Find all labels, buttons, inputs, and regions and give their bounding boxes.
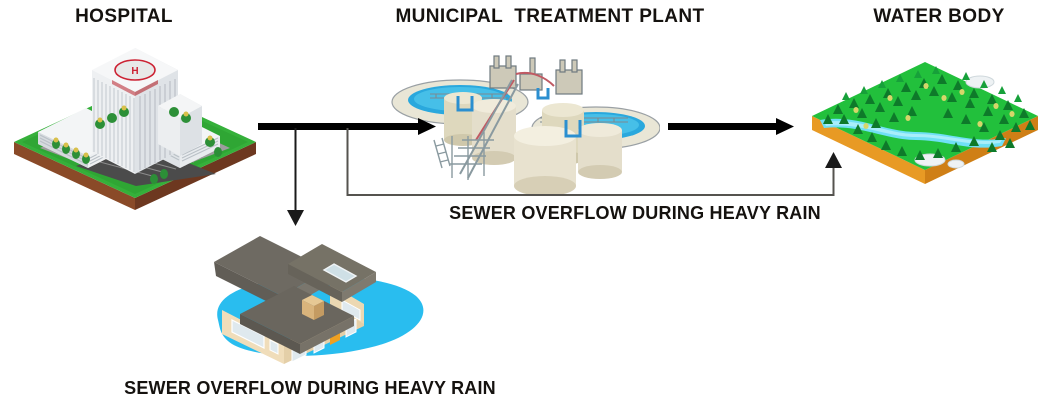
flooded-house-illustration xyxy=(178,224,438,374)
arrow-branch-to-house xyxy=(287,128,304,226)
plant-tank-front-large xyxy=(514,126,576,194)
hospital-midrise xyxy=(158,94,202,156)
arrow-plant-to-water-body xyxy=(668,118,794,135)
plant-tank-right-front xyxy=(578,123,622,179)
label-sewer-overflow-plant: SEWER OVERFLOW DURING HEAVY RAIN xyxy=(449,203,821,223)
page-title-treatment-plant: MUNICIPAL TREATMENT PLANT xyxy=(395,6,705,27)
plant-stair-conveyor xyxy=(450,79,519,180)
svg-text:H: H xyxy=(131,66,138,77)
plant-blue-brackets xyxy=(456,88,582,138)
water-body-illustration xyxy=(798,36,1052,196)
plant-tank-mid xyxy=(472,99,516,165)
label-sewer-overflow-house: SEWER OVERFLOW DURING HEAVY RAIN xyxy=(124,378,496,398)
hospital-illustration: H xyxy=(4,34,266,230)
water-body-trees xyxy=(823,66,1035,160)
page-title-hospital: HOSPITAL xyxy=(75,6,173,27)
treatment-plant-illustration xyxy=(390,44,660,194)
house-structure xyxy=(214,236,376,364)
plant-ladder xyxy=(433,137,451,169)
hospital-landscaping xyxy=(52,105,222,184)
page-title-water-body: WATER BODY xyxy=(873,6,1005,27)
